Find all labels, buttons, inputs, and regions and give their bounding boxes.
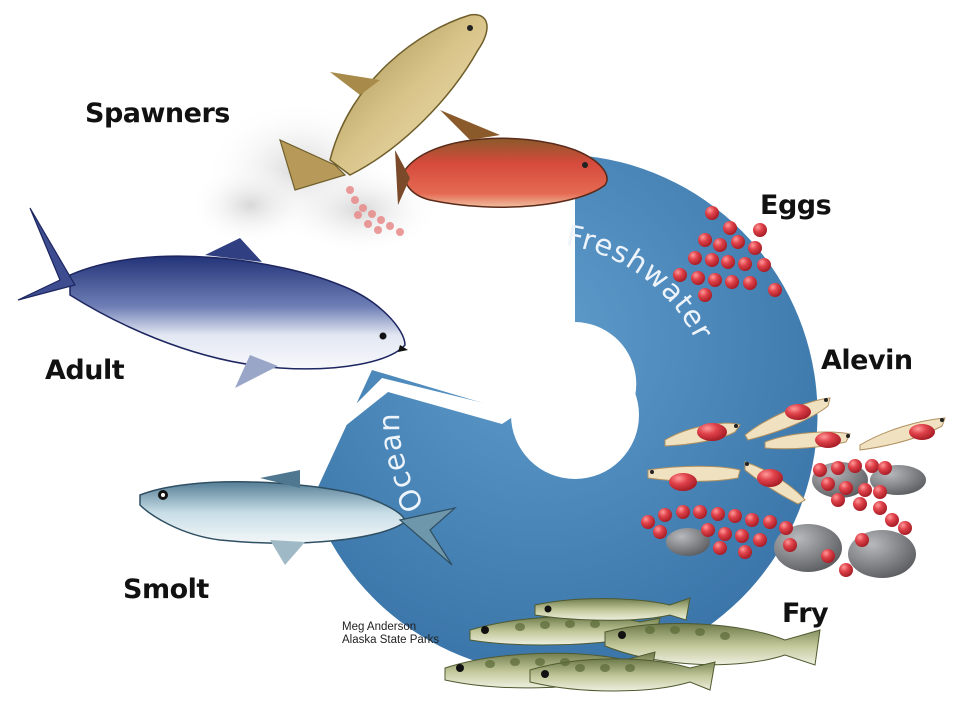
label-adult: Adult (45, 355, 124, 386)
label-eggs: Eggs (760, 190, 831, 221)
label-alevin: Alevin (821, 345, 913, 376)
label-spawners: Spawners (85, 98, 230, 129)
credit-organization: Alaska State Parks (342, 634, 439, 647)
credit-author: Meg Anderson (342, 621, 439, 634)
label-fry: Fry (782, 598, 828, 629)
image-credit: Meg Anderson Alaska State Parks (342, 621, 439, 647)
label-smolt: Smolt (123, 574, 209, 605)
spawner-fish-red (395, 110, 607, 207)
